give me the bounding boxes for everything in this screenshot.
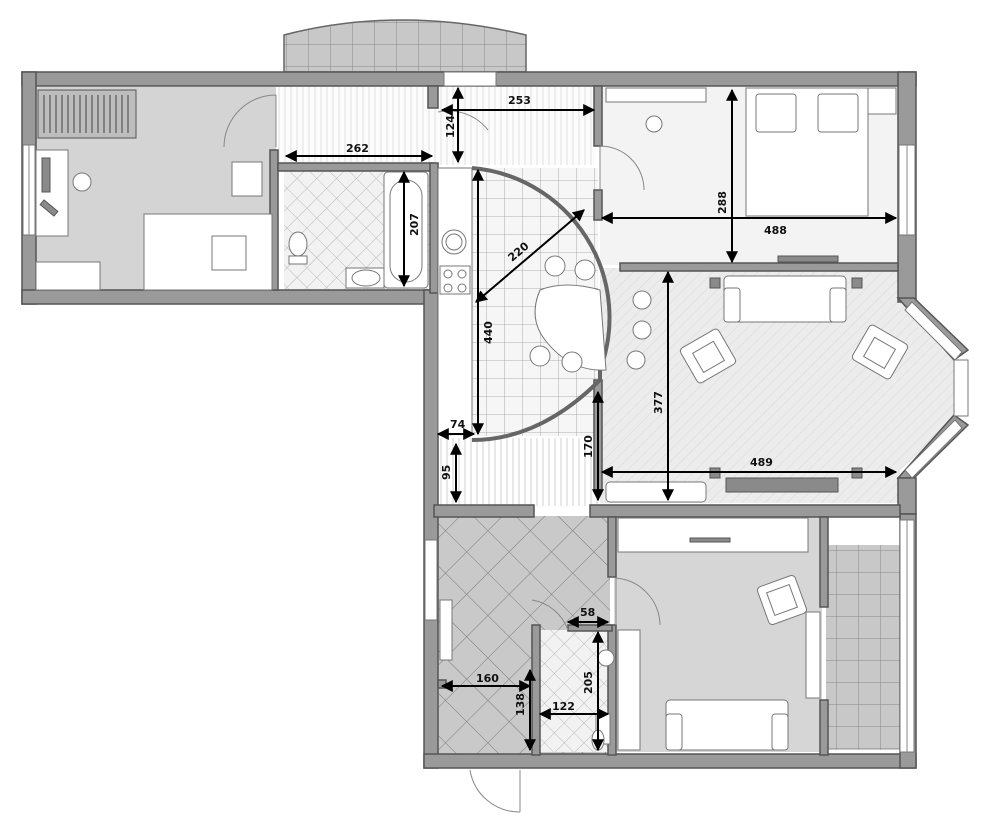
dim-label-122: 122 xyxy=(552,700,575,713)
windows xyxy=(22,71,969,753)
dim-label-489: 489 xyxy=(750,456,773,469)
dim-label-488: 488 xyxy=(764,224,787,237)
dim-label-440: 440 xyxy=(482,321,495,344)
dim-label-207: 207 xyxy=(408,213,421,236)
hall-closet xyxy=(439,599,453,661)
corridor-floor xyxy=(438,438,600,506)
second-bedroom-furniture xyxy=(617,517,809,751)
side-balcony-floor xyxy=(826,545,900,750)
office-furniture xyxy=(35,89,273,291)
dim-label-288: 288 xyxy=(716,191,729,214)
dim-label-253: 253 xyxy=(508,94,531,107)
dim-label-160: 160 xyxy=(476,672,499,685)
dimension-labels: 262 253 124 207 288 488 220 440 74 377 1… xyxy=(346,94,787,716)
dim-label-377: 377 xyxy=(652,391,665,414)
dimension-lines xyxy=(284,86,898,752)
dim-label-124: 124 xyxy=(444,115,457,138)
dim-label-262: 262 xyxy=(346,142,369,155)
dim-label-138: 138 xyxy=(514,693,527,716)
dim-label-58: 58 xyxy=(580,606,595,619)
dim-label-74: 74 xyxy=(450,418,466,431)
dim-label-170: 170 xyxy=(582,435,595,458)
living-room-furniture xyxy=(605,275,909,503)
dim-label-205: 205 xyxy=(582,671,595,694)
dim-label-95: 95 xyxy=(440,465,453,480)
bedroom-furniture xyxy=(605,87,897,263)
doors xyxy=(223,94,661,813)
top-balcony xyxy=(283,19,527,73)
